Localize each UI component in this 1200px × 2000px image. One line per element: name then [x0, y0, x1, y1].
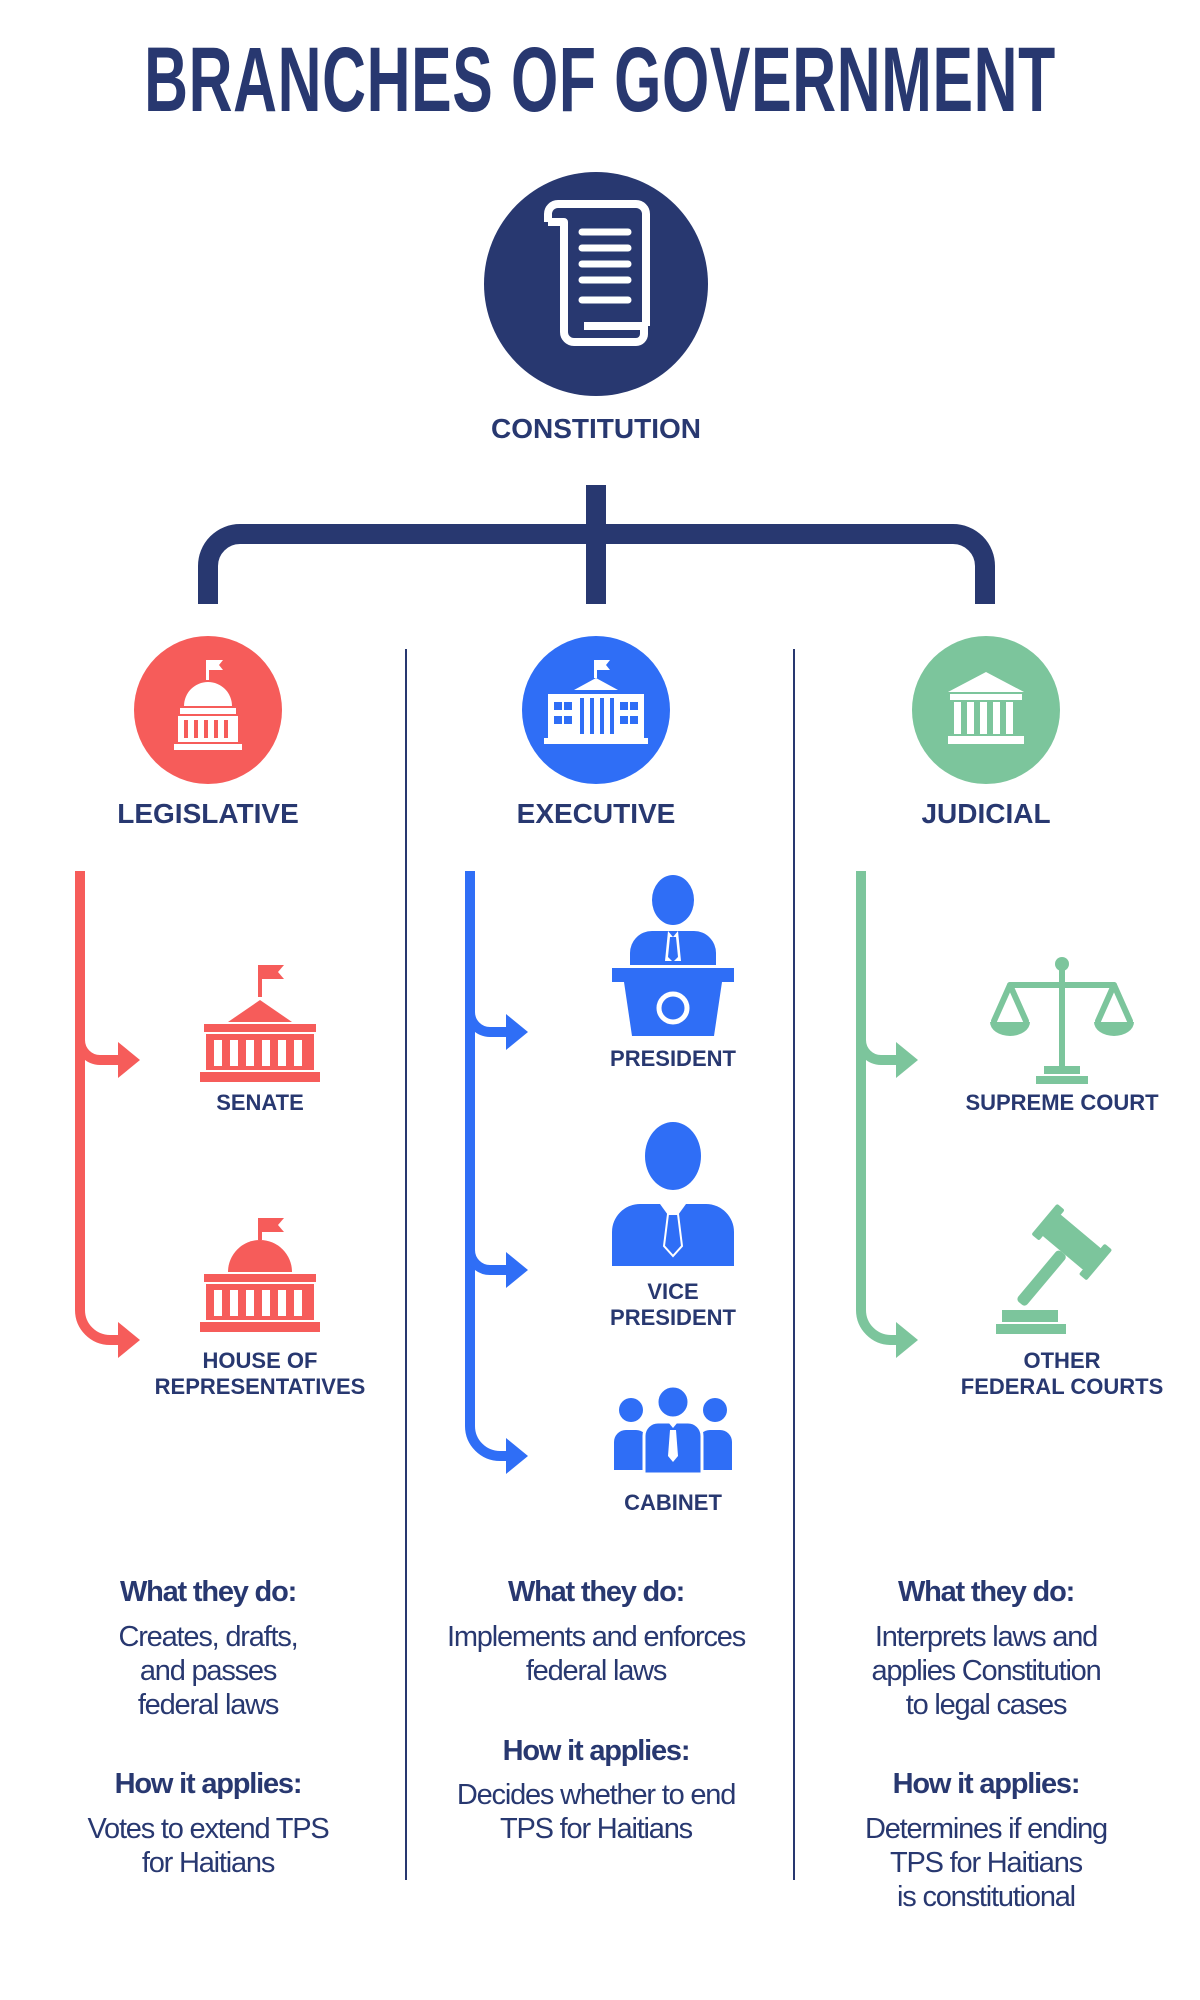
- house-building-icon: [200, 1218, 320, 1332]
- text-line: applies Constitution: [871, 1655, 1101, 1687]
- legislative-what-heading: What they do:: [119, 1576, 297, 1608]
- cabinet-label: CABINET: [624, 1490, 722, 1516]
- label-line: OTHER: [1023, 1348, 1101, 1373]
- label-line: PRESIDENT: [610, 1305, 736, 1330]
- text-line: Decides whether to end: [456, 1779, 736, 1811]
- text-line: Votes to extend TPS: [87, 1813, 329, 1845]
- text-line: to legal cases: [905, 1689, 1068, 1721]
- label-line: SENATE: [216, 1090, 304, 1115]
- constitution-badge: [484, 172, 708, 396]
- vice-president-icon: [612, 1122, 734, 1266]
- arrowhead-icon: [506, 1438, 528, 1474]
- gavel-icon: [996, 1204, 1112, 1334]
- text-line: TPS for Haitians: [500, 1813, 693, 1845]
- senate-label: SENATE: [216, 1090, 304, 1116]
- scroll-icon: [544, 200, 650, 346]
- senate-building-icon: [200, 965, 320, 1082]
- scales-of-justice-icon: [990, 957, 1134, 1084]
- legislative-label: LEGISLATIVE: [117, 798, 299, 829]
- arrowhead-icon: [896, 1322, 918, 1358]
- arrowhead-icon: [896, 1042, 918, 1078]
- text-line: Creates, drafts,: [118, 1621, 298, 1653]
- executive-arrow-vp: [465, 1249, 514, 1275]
- hierarchy-bracket: [198, 485, 995, 604]
- judicial-how-heading: How it applies:: [892, 1768, 1081, 1800]
- label-line: HOUSE OF: [202, 1348, 318, 1373]
- executive-what-heading: What they do:: [507, 1576, 685, 1608]
- arrowhead-icon: [118, 1322, 140, 1358]
- executive-flow-line: [465, 871, 514, 1461]
- president-label: PRESIDENT: [610, 1046, 736, 1072]
- text-line: Interprets laws and: [874, 1621, 1098, 1653]
- courthouse-icon: [912, 636, 1060, 784]
- legislative-arrow-senate: [75, 1039, 125, 1065]
- label-line: VICE: [647, 1279, 699, 1304]
- executive-arrow-president: [465, 1011, 514, 1037]
- legislative-how-heading: How it applies:: [114, 1768, 303, 1800]
- text-line: federal laws: [137, 1689, 280, 1721]
- label-line: PRESIDENT: [610, 1046, 736, 1071]
- judicial-label: JUDICIAL: [921, 798, 1051, 829]
- text-line: Implements and enforces: [446, 1621, 746, 1653]
- judicial-flow-line: [856, 871, 904, 1345]
- arrowhead-icon: [506, 1252, 528, 1288]
- judicial-what-heading: What they do:: [897, 1576, 1075, 1608]
- text-line: is constitutional: [897, 1881, 1076, 1913]
- judicial-arrow-supreme: [856, 1039, 904, 1065]
- capitol-icon: [134, 636, 282, 784]
- text-line: TPS for Haitians: [890, 1847, 1083, 1879]
- text-line: federal laws: [525, 1655, 668, 1687]
- arrowhead-icon: [118, 1042, 140, 1078]
- executive-label: EXECUTIVE: [516, 798, 676, 829]
- executive-how-heading: How it applies:: [502, 1735, 691, 1767]
- page-title: BRANCHES OF GOVERNMENT: [144, 29, 1056, 131]
- supreme-court-label: SUPREME COURT: [965, 1090, 1158, 1116]
- label-line: CABINET: [624, 1490, 722, 1515]
- president-podium-icon: [612, 875, 734, 1036]
- label-line: SUPREME COURT: [965, 1090, 1159, 1115]
- text-line: Determines if ending: [865, 1813, 1108, 1845]
- arrowhead-icon: [506, 1014, 528, 1050]
- label-line: REPRESENTATIVES: [154, 1374, 366, 1399]
- text-line: and passes: [139, 1655, 278, 1687]
- constitution-label: CONSTITUTION: [491, 413, 701, 444]
- cabinet-group-icon: [614, 1384, 732, 1476]
- label-line: FEDERAL COURTS: [960, 1374, 1164, 1399]
- white-house-icon: [522, 636, 670, 784]
- text-line: for Haitians: [141, 1847, 275, 1879]
- legislative-flow-line: [75, 871, 125, 1345]
